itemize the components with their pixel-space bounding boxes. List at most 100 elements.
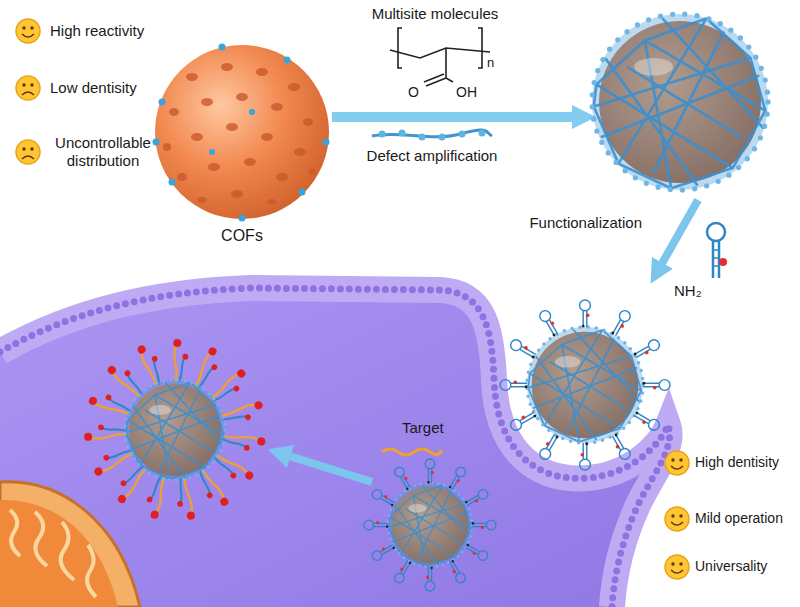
- cof-sphere: [231, 190, 243, 198]
- coated-cof: [592, 14, 768, 190]
- process-arrow: [332, 105, 596, 129]
- step-label: Functionalization: [529, 214, 642, 232]
- cof-sphere: [186, 73, 198, 81]
- activated-cof: [83, 339, 266, 522]
- hairpin-probe-icon: [713, 250, 719, 266]
- cof-sphere: [153, 139, 160, 146]
- internalized-cof: [370, 542, 396, 563]
- cof-sphere: [191, 133, 203, 141]
- functionalized-cof: [509, 338, 538, 361]
- smiley-icon: [16, 19, 40, 43]
- polymer-chain: [379, 130, 486, 141]
- cof-sphere: [236, 93, 248, 101]
- internalized-cof: [370, 488, 396, 509]
- chemical-structure: [390, 28, 490, 86]
- activated-cof: [136, 341, 167, 386]
- cell-interior: [0, 288, 670, 607]
- cof-sphere: [261, 133, 273, 141]
- functionalized-cof: [632, 409, 661, 432]
- cof-sphere: [163, 143, 171, 151]
- activated-cof: [88, 389, 134, 417]
- cof-sphere: [197, 197, 207, 203]
- internalized-cof: [447, 465, 468, 491]
- cof-sphere: [209, 149, 215, 155]
- frown-icon: [16, 140, 40, 164]
- cof-sphere: [208, 163, 220, 171]
- cell-membrane: [0, 288, 670, 607]
- internalized-cof: [393, 465, 414, 491]
- hairpin-probe-icon: [707, 223, 725, 241]
- cof-sphere: [249, 109, 255, 115]
- target-strand: [382, 449, 442, 455]
- feature-text: Universality: [695, 558, 767, 575]
- chemical-structure: [398, 28, 402, 68]
- cell-membrane: [0, 288, 670, 607]
- functionalized-cof: [609, 309, 632, 338]
- mitochondrion: [0, 500, 118, 607]
- functionalized-cof: [538, 432, 561, 461]
- mitochondrion: [10, 510, 96, 597]
- cof-sphere: [177, 173, 187, 181]
- cof-sphere: [219, 44, 226, 51]
- internalized-cof: [364, 459, 496, 591]
- cof-sphere: [303, 118, 313, 126]
- internalized-cof: [472, 520, 496, 530]
- target-label: Target: [402, 419, 444, 437]
- functionalized-cof: [580, 300, 591, 328]
- cof-sphere: [323, 139, 330, 146]
- cell-membrane: [0, 288, 670, 607]
- internalized-cof: [364, 520, 388, 530]
- polymer-chain: [439, 134, 446, 141]
- chemical-structure: [424, 74, 446, 86]
- functionalized-cof: [509, 409, 538, 432]
- cof-sphere: [276, 173, 288, 181]
- cof-sphere: [155, 45, 329, 219]
- subscript-label: n: [487, 55, 494, 71]
- internalized-cof: [393, 559, 414, 585]
- group-label: NH₂: [674, 282, 702, 300]
- cof-sphere: [153, 44, 330, 222]
- internalized-cof: [388, 483, 472, 567]
- material-label: COFs: [221, 226, 263, 245]
- functionalized-cof: [538, 309, 561, 338]
- feature-text: High dentisity: [695, 454, 779, 471]
- activated-cof: [173, 339, 188, 382]
- polymer-chain: [459, 131, 466, 138]
- feature-text: Low dentisity: [50, 79, 137, 97]
- cof-sphere: [288, 83, 300, 91]
- chemical-structure: [446, 78, 453, 82]
- activated-cof: [220, 400, 266, 428]
- cof-sphere: [163, 63, 316, 205]
- step-label: Defect amplification: [367, 147, 498, 165]
- polymer-chain: [399, 130, 406, 137]
- polymer-chain: [419, 134, 426, 141]
- internalized-cof: [464, 488, 490, 509]
- activated-cof: [193, 468, 230, 512]
- cof-sphere: [169, 108, 179, 116]
- hairpin-probe-icon: [719, 258, 727, 266]
- cof-sphere: [284, 57, 291, 64]
- cof-sphere: [221, 63, 233, 71]
- functionalized-cof: [580, 442, 591, 470]
- atom-label: O: [408, 84, 419, 101]
- polymer-chain: [479, 130, 486, 137]
- internalized-cof: [425, 459, 435, 483]
- atom-label: OH: [456, 84, 477, 101]
- cof-sphere: [169, 179, 176, 186]
- smiley-icon: [665, 451, 689, 475]
- cof-sphere: [256, 68, 268, 76]
- internalized-cof: [425, 567, 435, 591]
- cof-sphere: [239, 215, 246, 222]
- cof-sphere: [308, 169, 316, 175]
- chemical-structure: [478, 28, 482, 68]
- feature-text: Uncontrollable distribution: [46, 134, 160, 170]
- process-arrow: [660, 200, 698, 267]
- internalized-cof: [464, 542, 490, 563]
- activated-cof: [143, 474, 167, 519]
- functionalized-cof: [500, 380, 528, 391]
- cof-sphere: [299, 189, 306, 196]
- reagent-label: Multisite molecules: [372, 5, 499, 23]
- cof-sphere: [159, 99, 166, 106]
- feature-text: Mild operation: [695, 510, 783, 527]
